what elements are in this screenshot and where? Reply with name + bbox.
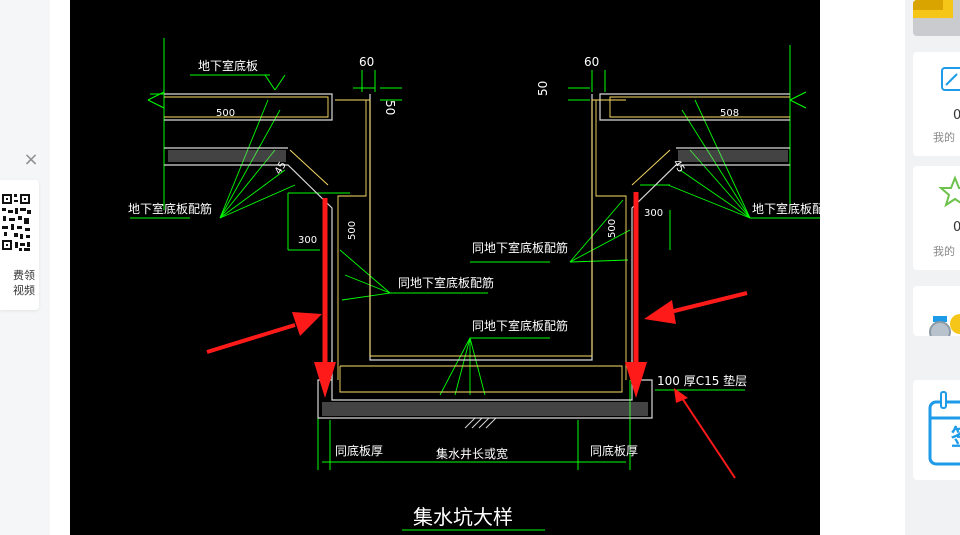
dim-60-right: 60 [584,55,599,69]
favorites-count: 0 [953,220,960,235]
dim-60-left: 60 [359,55,374,69]
dim-500-left-top: 500 [216,108,235,119]
dim-300-right: 300 [644,208,663,219]
favorites-label: 我的 [933,245,955,258]
dim-45-left: 45 [273,160,289,177]
cad-drawing-image: 地下室底板 60 60 50 50 500 508 45 45 300 300 … [70,0,820,535]
qr-promo-card[interactable]: 费领 视频 [0,180,39,310]
banner-icon [913,0,960,36]
qr-promo-text: 费领 视频 [0,268,39,298]
dim-500-wall-right: 500 [607,219,618,238]
label-same-rebar-2: 同地下室底板配筋 [398,275,494,290]
label-slab-rebar-left: 地下室底板配筋 [128,201,212,216]
dim-50-left: 50 [383,100,397,115]
calendar-icon [928,391,960,466]
answers-count: 0 [953,108,960,123]
red-annotations [206,192,748,479]
star-icon [938,175,960,208]
dim-300-left: 300 [298,235,317,246]
label-bottom-thk-right: 同底板厚 [590,443,638,458]
label-same-rebar-3: 同地下室底板配筋 [472,318,568,333]
label-pit-size: 集水井长或宽 [436,446,508,461]
right-card-favorites[interactable]: 0 我的 [913,166,960,270]
label-same-rebar-1: 同地下室底板配筋 [472,240,568,255]
qr-promo-line1: 费领 [13,269,35,282]
dim-500-wall-left: 500 [347,221,358,240]
medal-icon [929,314,960,336]
answers-label: 我的 [933,131,955,144]
label-bottom-thk-left: 同底板厚 [335,443,383,458]
right-card-answers[interactable]: 0 我的 [913,52,960,156]
right-banner-top[interactable] [913,0,960,36]
label-cushion: 100 厚C15 垫层 [657,373,747,388]
label-slab-rebar-right: 地下室底板配筋 [752,201,820,216]
dim-500-right-top: 508 [720,108,739,119]
drawing-title: 集水坑大样 [413,505,513,529]
close-icon[interactable]: × [23,149,39,170]
checkin-glyph: 签 [951,420,960,452]
qr-code-icon [0,188,32,258]
right-card-checkin[interactable]: 签 [913,380,960,480]
right-card-medal[interactable] [913,286,960,336]
edit-icon [941,67,960,91]
label-floor-slab: 地下室底板 [198,58,258,73]
dim-50-right: 50 [536,81,550,96]
qr-promo-line2: 视频 [13,284,35,297]
